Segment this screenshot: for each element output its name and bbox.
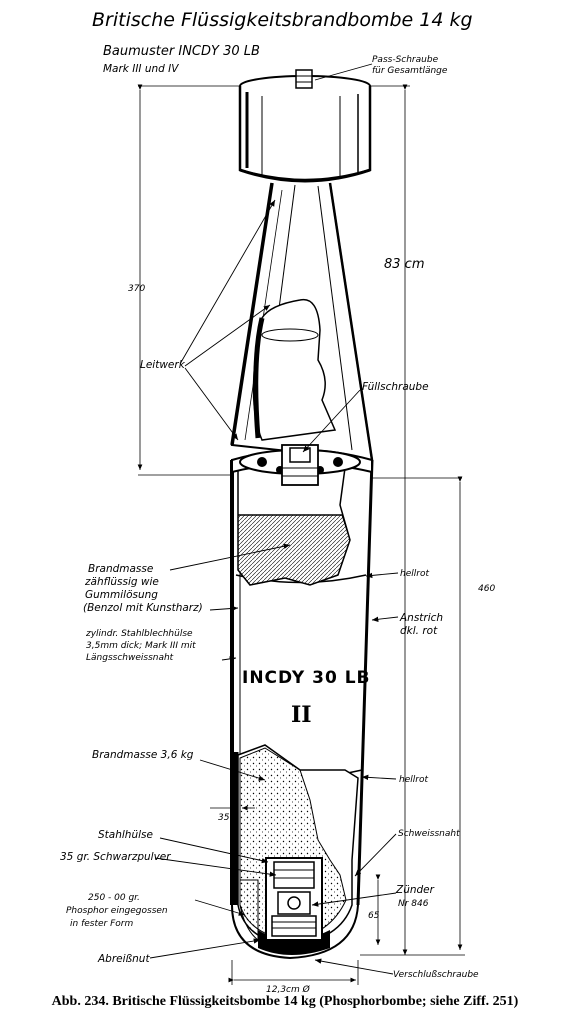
label-dim-370: 370 [128, 284, 145, 294]
label-length-83: 83 cm [384, 257, 425, 272]
label-phosphor-3: in fester Form [70, 919, 133, 929]
label-verschluss: Verschlußschraube [393, 970, 479, 980]
figure-caption: Abb. 234. Britische Flüssigkeitsbombe 14… [51, 994, 519, 1009]
label-zuender-1: Zünder [395, 884, 435, 896]
label-stahlhuelse: Stahlhülse [98, 829, 153, 841]
stencil-designation: INCDY 30 LB [242, 668, 371, 688]
label-pass-screw-1: Pass-Schraube [372, 55, 439, 65]
label-hellrot-1: hellrot [400, 569, 429, 579]
tail-cap [238, 75, 372, 183]
diagram-title: Britische Flüssigkeitsbrandbombe 14 kg [92, 9, 473, 31]
label-pass-screw-2: für Gesamtlänge [372, 66, 448, 76]
leader-lines [149, 63, 399, 975]
label-leitwerk: Leitwerk [140, 359, 186, 371]
label-dim-65: 65 [368, 911, 380, 921]
fuze-sleeve [263, 857, 325, 948]
label-brandmasse-3: Gummilösung [85, 589, 158, 601]
label-zuender-2: Nr 846 [398, 899, 429, 909]
label-huelse-2: 3,5mm dick; Mark III mit [86, 641, 196, 651]
label-dim-460: 460 [478, 584, 495, 594]
label-brandmasse-4: (Benzol mit Kunstharz) [83, 602, 203, 614]
label-diameter: 12,3cm Ø [266, 984, 311, 995]
pass-screw [295, 69, 313, 89]
model-line: Baumuster INCDY 30 LB [103, 44, 260, 59]
upper-cutaway [237, 467, 351, 586]
label-huelse-3: Längsschweissnaht [86, 653, 174, 663]
label-anstrich-2: dkl. rot [400, 625, 438, 637]
label-brandmasse-2: zähflüssig wie [84, 576, 159, 588]
filler-screw-assembly [231, 444, 373, 486]
label-fuellschraube: Füllschraube [362, 381, 429, 393]
label-phosphor-1: 250 - 00 gr. [88, 893, 140, 903]
label-schweissnaht: Schweissnaht [398, 829, 460, 839]
label-anstrich-1: Anstrich [399, 612, 443, 624]
stencil-mark: II [291, 702, 312, 728]
label-huelse-1: zylindr. Stahlblechhülse [85, 629, 193, 639]
tail-cone [230, 182, 374, 462]
label-phosphor-2: Phosphor eingegossen [66, 906, 168, 916]
label-dim-35: 35 [218, 813, 230, 823]
label-brandmasse-36: Brandmasse 3,6 kg [92, 749, 194, 761]
mark-line: Mark III und IV [103, 63, 179, 75]
label-abreissnut: Abreißnut [97, 953, 150, 965]
dimension-lines [137, 84, 465, 985]
label-brandmasse-1: Brandmasse [88, 563, 153, 575]
label-schwarzpulver: 35 gr. Schwarzpulver [60, 851, 171, 863]
label-hellrot-2: hellrot [399, 775, 428, 785]
